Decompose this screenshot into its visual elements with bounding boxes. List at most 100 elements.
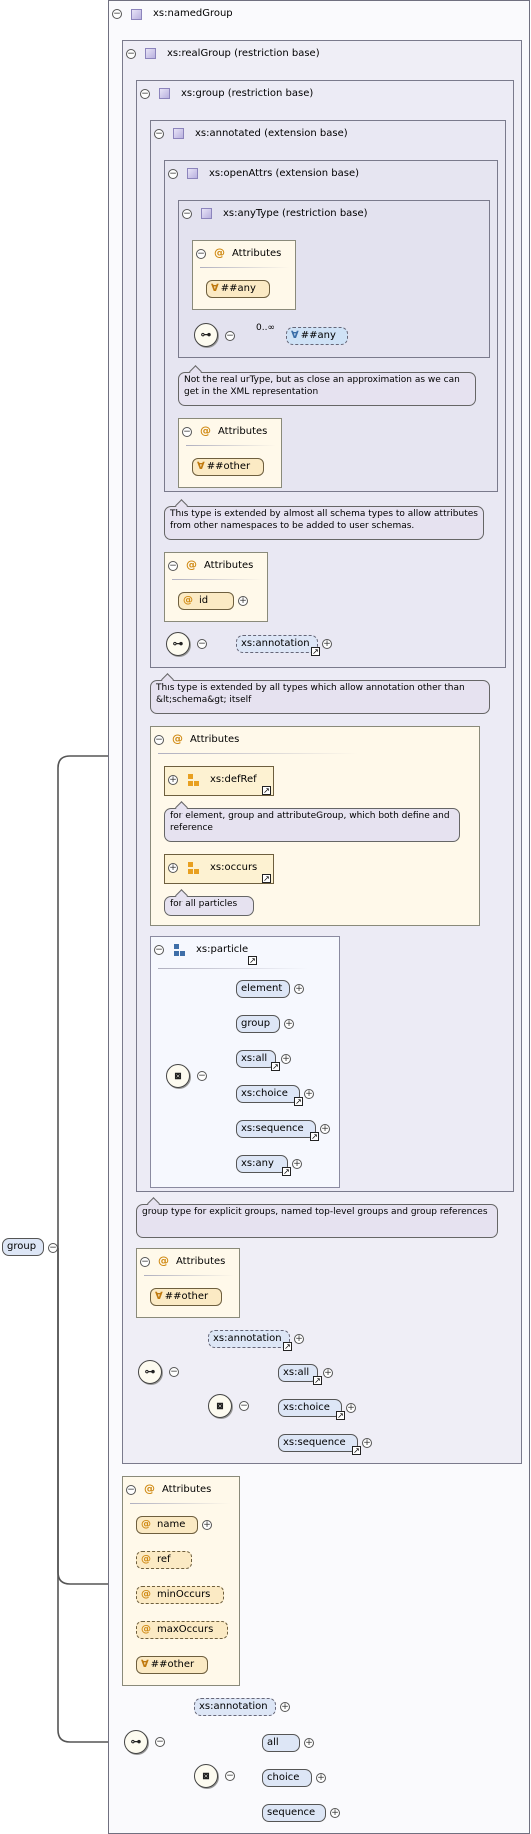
particle-xs-choice[interactable]: xs:choice — [236, 1085, 300, 1103]
annotation-element[interactable]: xs:annotation — [236, 635, 318, 653]
id-attribute[interactable]: @id — [178, 592, 234, 610]
ref-attribute[interactable]: @ref — [136, 1551, 192, 1569]
element-label: group — [241, 1018, 271, 1029]
root-label: group — [7, 1241, 37, 1252]
particle-title: xs:particle — [196, 944, 249, 955]
wildcard-icon: ∀ — [291, 330, 299, 341]
wildcard-icon: ∀ — [141, 1659, 149, 1670]
choice-compositor-icon[interactable]: ⧇ — [166, 1064, 190, 1088]
any-element-wildcard[interactable]: ∀##any — [286, 327, 348, 345]
reference-arrow-icon: ↗ — [352, 1446, 361, 1455]
complex-type-icon — [201, 208, 212, 219]
choice-compositor-icon[interactable]: ⧇ — [194, 1764, 218, 1788]
expand-xs-all-icon[interactable]: + — [281, 1054, 291, 1064]
annotation-element[interactable]: xs:annotation — [194, 1698, 276, 1716]
choice-xs-choice[interactable]: xs:choice — [278, 1399, 342, 1417]
divider — [172, 579, 262, 580]
collapse-sequence-icon[interactable]: − — [197, 639, 207, 649]
expand-group-icon[interactable]: + — [284, 1019, 294, 1029]
collapse-choice-icon[interactable]: − — [225, 1771, 235, 1781]
root-group-element[interactable]: group — [2, 1238, 44, 1256]
any-attribute-wildcard[interactable]: ∀##any — [206, 280, 270, 298]
expand-xs-choice-icon[interactable]: + — [346, 1403, 356, 1413]
collapse-any-type-icon[interactable]: − — [182, 209, 192, 219]
expand-xs-all-icon[interactable]: + — [323, 1368, 333, 1378]
attribute-at-icon: @ — [141, 1624, 151, 1635]
sequence-compositor-icon[interactable]: ⊶ — [138, 1360, 162, 1384]
collapse-named-group-icon[interactable]: − — [112, 9, 122, 19]
collapse-attributes-icon[interactable]: − — [154, 735, 164, 745]
collapse-particle-icon[interactable]: − — [154, 945, 164, 955]
collapse-sequence-icon[interactable]: − — [155, 1737, 165, 1747]
element-label: choice — [267, 1772, 300, 1783]
expand-xs-sequence-icon[interactable]: + — [362, 1438, 372, 1448]
collapse-attributes-icon[interactable]: − — [196, 249, 206, 259]
attributes-label: Attributes — [204, 560, 254, 571]
collapse-sequence-icon[interactable]: − — [225, 331, 235, 341]
any-type-attributes-box — [192, 240, 296, 310]
expand-xs-sequence-icon[interactable]: + — [320, 1124, 330, 1134]
particle-xs-sequence[interactable]: xs:sequence — [236, 1120, 316, 1138]
collapse-attributes-icon[interactable]: − — [168, 561, 178, 571]
choice-all[interactable]: all — [262, 1734, 300, 1752]
choice-choice[interactable]: choice — [262, 1769, 312, 1787]
min-occurs-attribute[interactable]: @minOccurs — [136, 1586, 224, 1604]
expand-choice-icon[interactable]: + — [316, 1773, 326, 1783]
choice-sequence[interactable]: sequence — [262, 1804, 326, 1822]
attributes-label: Attributes — [190, 734, 240, 745]
name-attribute[interactable]: @name — [136, 1516, 198, 1534]
particle-xs-any[interactable]: xs:any — [236, 1155, 288, 1173]
other-attribute-wildcard[interactable]: ∀##other — [150, 1288, 222, 1306]
attributes-label: Attributes — [218, 426, 268, 437]
annotation-element[interactable]: xs:annotation — [208, 1330, 290, 1348]
other-attribute-wildcard[interactable]: ∀##other — [192, 458, 264, 476]
collapse-sequence-icon[interactable]: − — [169, 1367, 179, 1377]
collapse-root-icon[interactable]: − — [48, 1243, 58, 1253]
choice-xs-all[interactable]: xs:all — [278, 1364, 318, 1382]
element-label: element — [241, 983, 283, 994]
collapse-attributes-icon[interactable]: − — [140, 1257, 150, 1267]
particle-group[interactable]: group — [236, 1015, 280, 1033]
reference-arrow-icon: ↗ — [262, 786, 271, 795]
attribute-at-icon: @ — [158, 1254, 169, 1267]
sequence-compositor-icon[interactable]: ⊶ — [166, 632, 190, 656]
wildcard-label: ##other — [150, 1659, 195, 1670]
reference-arrow-icon: ↗ — [336, 1411, 345, 1420]
choice-xs-sequence[interactable]: xs:sequence — [278, 1434, 358, 1452]
expand-name-icon[interactable]: + — [202, 1520, 212, 1530]
sequence-compositor-icon[interactable]: ⊶ — [194, 323, 218, 347]
def-ref-group[interactable] — [164, 766, 274, 796]
expand-annotation-icon[interactable]: + — [280, 1702, 290, 1712]
max-occurs-attribute[interactable]: @maxOccurs — [136, 1621, 228, 1639]
complex-type-icon — [131, 9, 142, 20]
expand-occurs-icon[interactable]: + — [168, 863, 178, 873]
expand-xs-choice-icon[interactable]: + — [304, 1089, 314, 1099]
particle-element[interactable]: element — [236, 980, 290, 998]
expand-xs-any-icon[interactable]: + — [292, 1159, 302, 1169]
choice-compositor-icon[interactable]: ⧇ — [208, 1394, 232, 1418]
expand-element-icon[interactable]: + — [294, 984, 304, 994]
collapse-real-group-icon[interactable]: − — [126, 49, 136, 59]
expand-sequence-icon[interactable]: + — [330, 1808, 340, 1818]
collapse-choice-icon[interactable]: − — [239, 1401, 249, 1411]
element-label: all — [267, 1737, 279, 1748]
sequence-compositor-icon[interactable]: ⊶ — [124, 1730, 148, 1754]
occurs-group[interactable] — [164, 854, 274, 884]
collapse-annotated-icon[interactable]: − — [154, 129, 164, 139]
expand-annotation-icon[interactable]: + — [294, 1334, 304, 1344]
other-attribute-wildcard[interactable]: ∀##other — [136, 1656, 208, 1674]
collapse-attributes-icon[interactable]: − — [126, 1485, 136, 1495]
collapse-open-attrs-icon[interactable]: − — [168, 169, 178, 179]
collapse-choice-icon[interactable]: − — [197, 1071, 207, 1081]
attribute-label: id — [199, 595, 209, 606]
collapse-group-base-icon[interactable]: − — [140, 89, 150, 99]
particle-xs-all[interactable]: xs:all — [236, 1050, 276, 1068]
expand-annotation-icon[interactable]: + — [322, 639, 332, 649]
expand-all-icon[interactable]: + — [304, 1738, 314, 1748]
def-ref-note: for element, group and attributeGroup, w… — [164, 808, 460, 842]
expand-id-icon[interactable]: + — [238, 596, 248, 606]
real-group-attributes-box — [136, 1248, 240, 1318]
attribute-label: minOccurs — [157, 1589, 211, 1600]
expand-def-ref-icon[interactable]: + — [168, 775, 178, 785]
collapse-attributes-icon[interactable]: − — [182, 427, 192, 437]
